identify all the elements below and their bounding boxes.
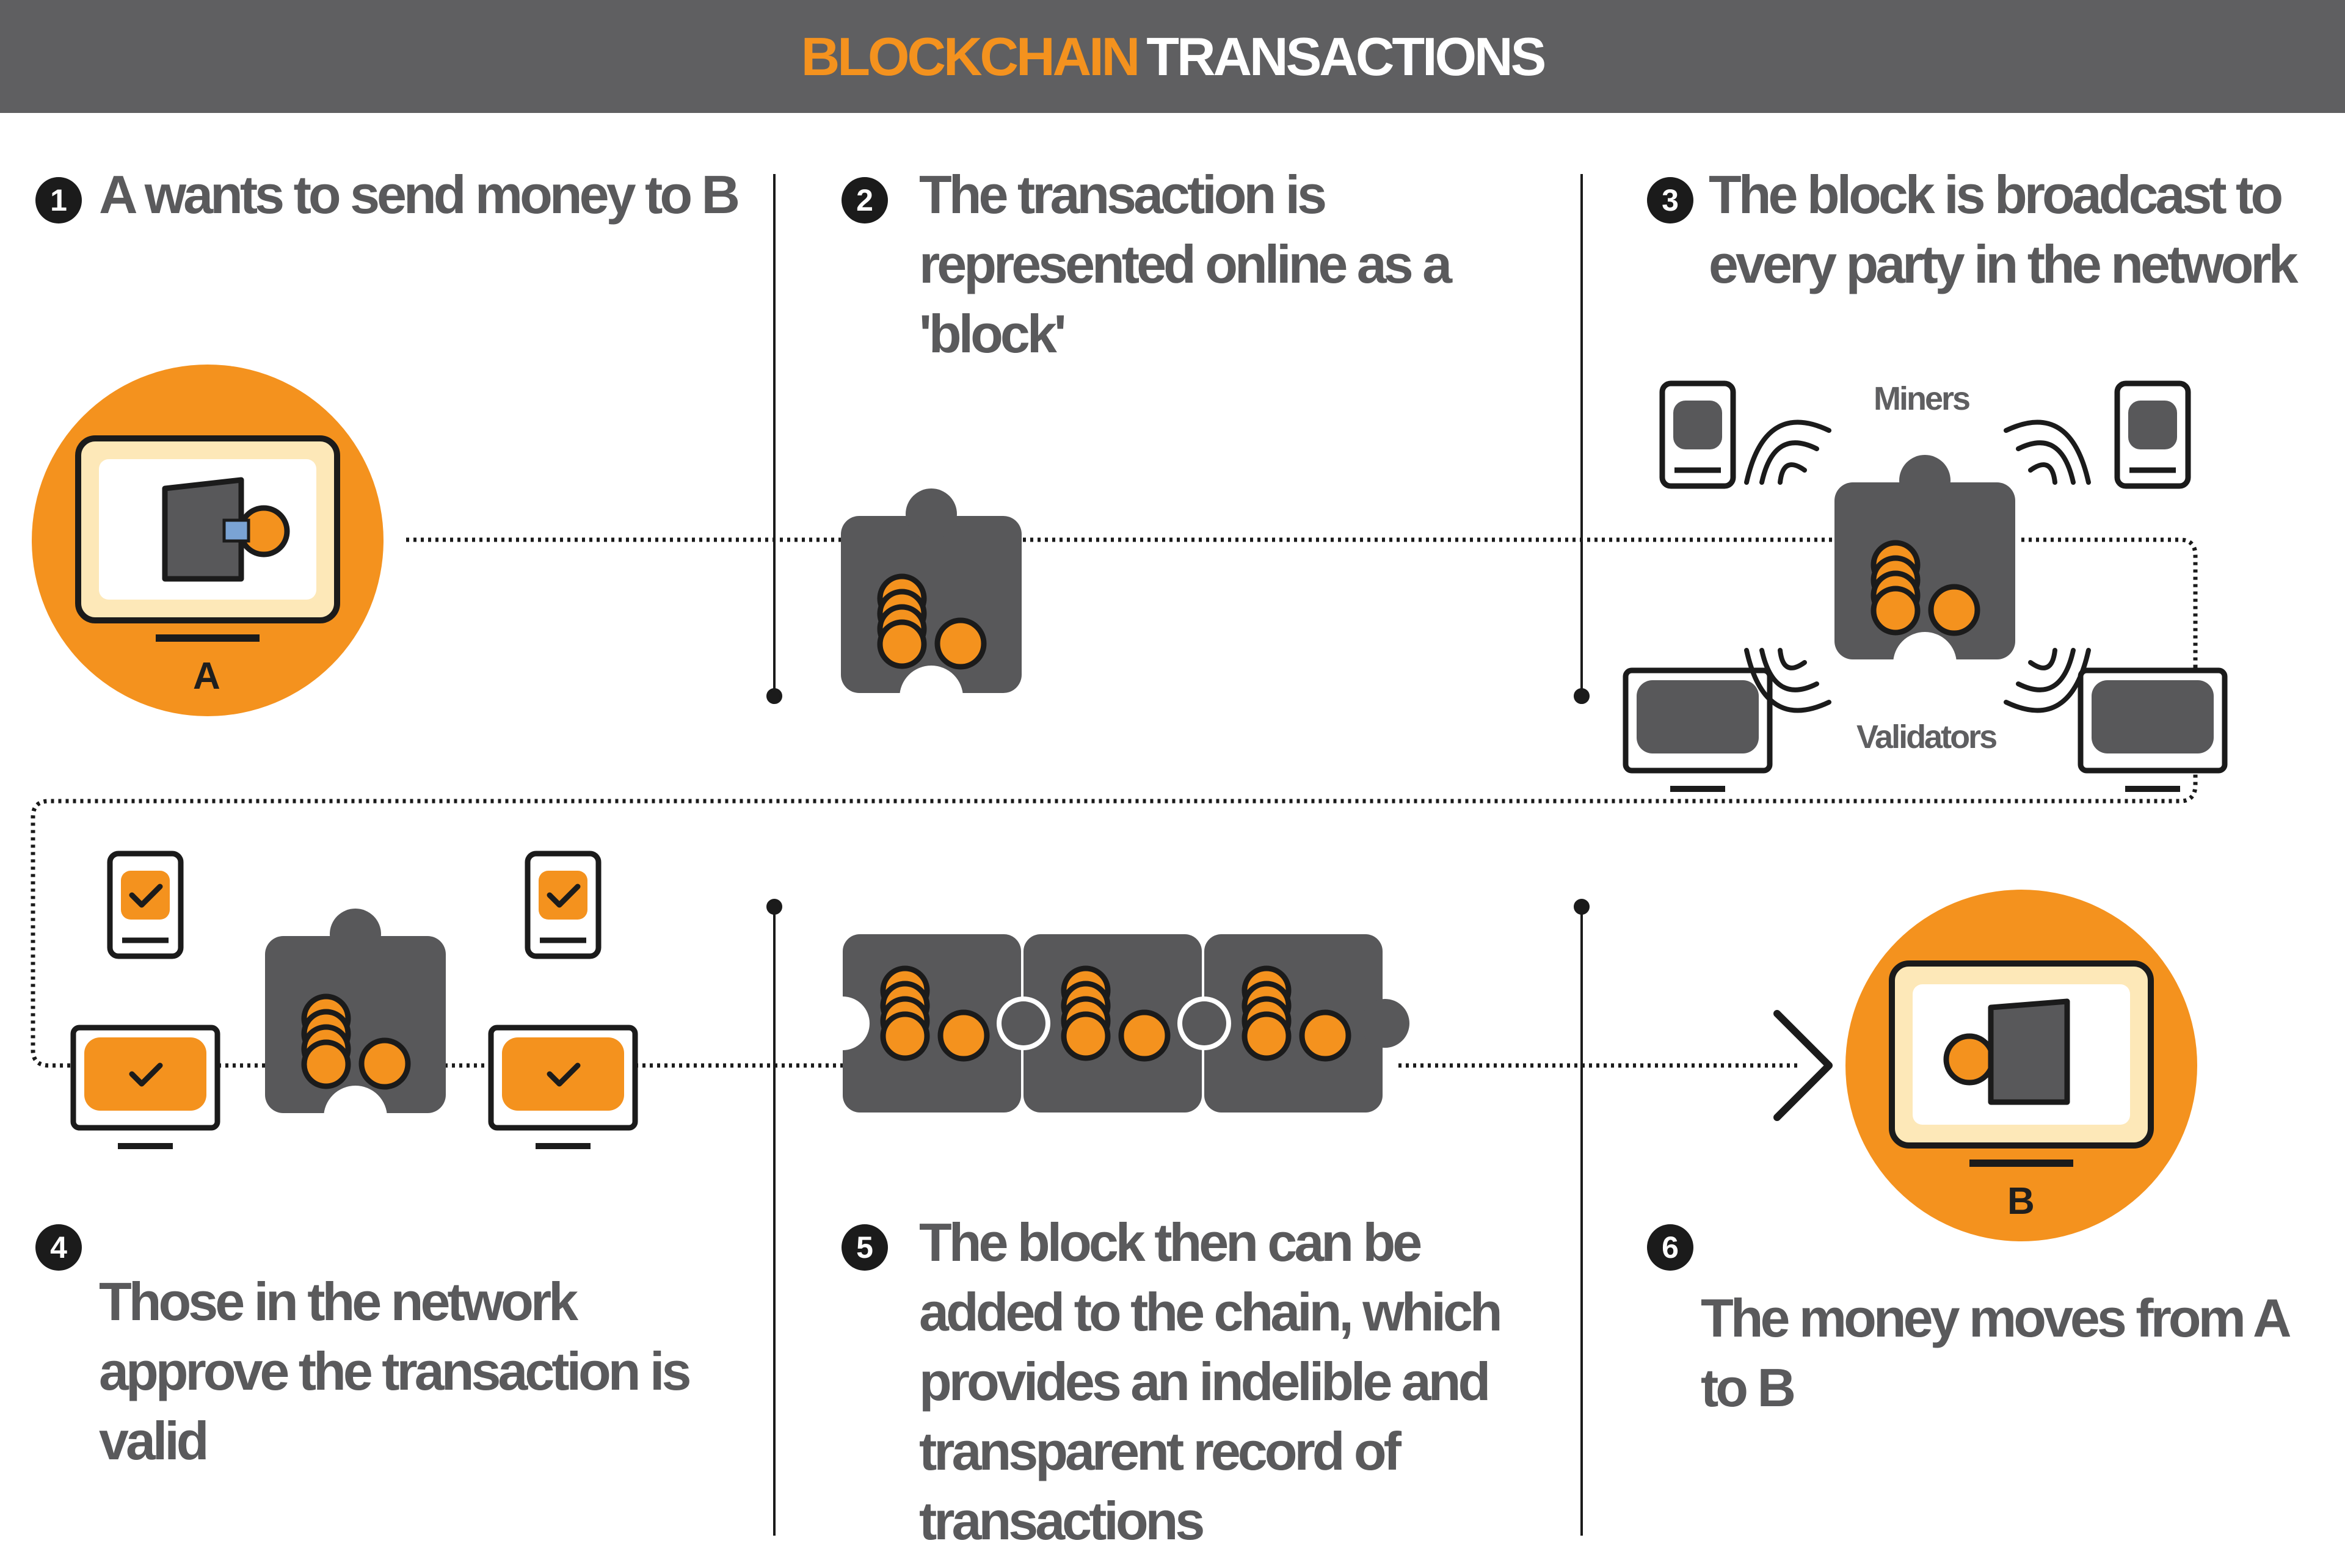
puzzle-block-icon bbox=[265, 909, 446, 1149]
device-a-label: A bbox=[193, 655, 220, 697]
step-3-number: 3 bbox=[1647, 177, 1693, 223]
miners-label: Miners bbox=[1874, 380, 1971, 417]
device-b bbox=[1845, 890, 2197, 1241]
device-a bbox=[32, 365, 384, 716]
step-2-number: 2 bbox=[842, 177, 888, 223]
step-4-text: Those in the network approve the transac… bbox=[99, 1271, 691, 1471]
block-chain bbox=[816, 934, 1409, 1112]
step-1-text: A wants to send money to B bbox=[99, 164, 740, 225]
wallet-icon bbox=[162, 477, 290, 582]
wallet-icon bbox=[1943, 998, 2070, 1105]
chevron-right-icon bbox=[1773, 1010, 1833, 1121]
title-rest: TRANSACTIONS bbox=[1146, 26, 1546, 87]
signal-waves-icon bbox=[1744, 419, 2091, 713]
monitor-icon bbox=[73, 1028, 217, 1146]
flow-path bbox=[31, 537, 2198, 1068]
network-broadcast bbox=[1626, 383, 2225, 789]
step-5-text: The block then can be added to the chain… bbox=[919, 1212, 1503, 1551]
puzzle-block-icon bbox=[1834, 455, 2015, 695]
phone-icon bbox=[2117, 383, 2188, 486]
page-header: BLOCKCHAIN TRANSACTIONS bbox=[0, 0, 2345, 113]
device-b-label: B bbox=[2007, 1180, 2035, 1222]
puzzle-block-icon bbox=[841, 488, 1022, 729]
step-4-number: 4 bbox=[35, 1224, 82, 1271]
step-5-number: 5 bbox=[842, 1224, 888, 1271]
step-1-number: 1 bbox=[35, 177, 82, 223]
validators-label: Validators bbox=[1856, 719, 1998, 755]
monitor-icon bbox=[491, 1028, 635, 1146]
step-2-text: The transaction is represented online as… bbox=[919, 164, 1452, 364]
phone-icon bbox=[528, 854, 598, 956]
phone-icon bbox=[110, 854, 181, 956]
phone-icon bbox=[1662, 383, 1733, 486]
step-6-number: 6 bbox=[1647, 1224, 1693, 1271]
monitor-icon bbox=[2081, 670, 2225, 789]
title-highlight: BLOCKCHAIN bbox=[801, 26, 1141, 87]
monitor-icon bbox=[1626, 670, 1770, 789]
validation-group bbox=[73, 854, 635, 1149]
step-6-text: The money moves from A to B bbox=[1701, 1288, 2289, 1418]
step-3-text: The block is broadcast to every party in… bbox=[1709, 164, 2299, 294]
column-dividers bbox=[766, 174, 1590, 1536]
